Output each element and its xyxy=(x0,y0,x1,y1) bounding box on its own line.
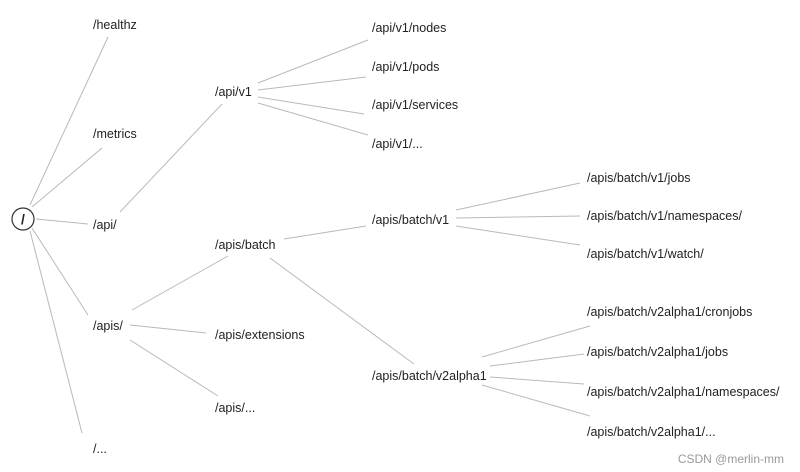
edge-batchv1-jobs xyxy=(455,182,581,211)
node-batch-v1-watch: /apis/batch/v1/watch/ xyxy=(587,247,704,261)
edge-v1-nodes xyxy=(257,39,369,84)
node-batch-v1-jobs: /apis/batch/v1/jobs xyxy=(587,171,691,185)
node-api: /api/ xyxy=(93,218,117,232)
edge-v2alpha1-cronjobs xyxy=(481,325,591,358)
root-node xyxy=(11,207,35,231)
node-api-v1-pods: /api/v1/pods xyxy=(372,60,439,74)
edge-v1-pods xyxy=(257,76,367,91)
node-v2alpha1-cronjobs: /apis/batch/v2alpha1/cronjobs xyxy=(587,305,752,319)
node-healthz: /healthz xyxy=(93,18,137,32)
edge-v2alpha1-more xyxy=(481,384,591,417)
node-apis-more: /apis/... xyxy=(215,401,255,415)
watermark: CSDN @merlin-mm xyxy=(677,452,784,466)
node-api-v1-nodes: /api/v1/nodes xyxy=(372,21,446,35)
edge-v1-services xyxy=(257,96,365,115)
node-api-v1-more: /api/v1/... xyxy=(372,137,423,151)
node-batch-v1: /apis/batch/v1 xyxy=(372,213,449,227)
edge-apis-batch xyxy=(131,255,229,311)
node-metrics: /metrics xyxy=(93,127,137,141)
node-v2alpha1-namespaces: /apis/batch/v2alpha1/namespaces/ xyxy=(587,385,780,399)
edge-v2alpha1-jobs xyxy=(489,353,585,367)
node-apis-extensions: /apis/extensions xyxy=(215,328,305,342)
edge-root-metrics xyxy=(31,147,103,208)
node-other: /... xyxy=(93,442,107,456)
node-batch-v2alpha1: /apis/batch/v2alpha1 xyxy=(372,369,487,383)
node-batch-v1-namespaces: /apis/batch/v1/namespaces/ xyxy=(587,209,742,223)
node-v2alpha1-jobs: /apis/batch/v2alpha1/jobs xyxy=(587,345,728,359)
edge-v2alpha1-namespaces xyxy=(489,376,585,385)
edge-apis-extensions xyxy=(129,324,207,334)
edge-apis-more xyxy=(129,339,219,397)
edge-root-apis xyxy=(31,227,89,316)
edge-root-other xyxy=(29,230,83,434)
node-apis-batch: /apis/batch xyxy=(215,238,276,252)
edge-root-healthz xyxy=(29,36,109,206)
edge-batchv1-watch xyxy=(455,225,581,246)
node-apis: /apis/ xyxy=(93,319,123,333)
edge-batch-v2alpha1 xyxy=(269,257,415,365)
edge-v1-more xyxy=(257,102,369,136)
node-api-v1-services: /api/v1/services xyxy=(372,98,458,112)
node-v2alpha1-more: /apis/batch/v2alpha1/... xyxy=(587,425,716,439)
edge-root-api xyxy=(35,218,89,225)
edge-batch-v1 xyxy=(283,225,367,240)
edge-batchv1-namespaces xyxy=(455,215,581,219)
edge-api-v1 xyxy=(119,103,223,213)
node-api-v1: /api/v1 xyxy=(215,85,252,99)
root-label: / xyxy=(21,211,25,227)
